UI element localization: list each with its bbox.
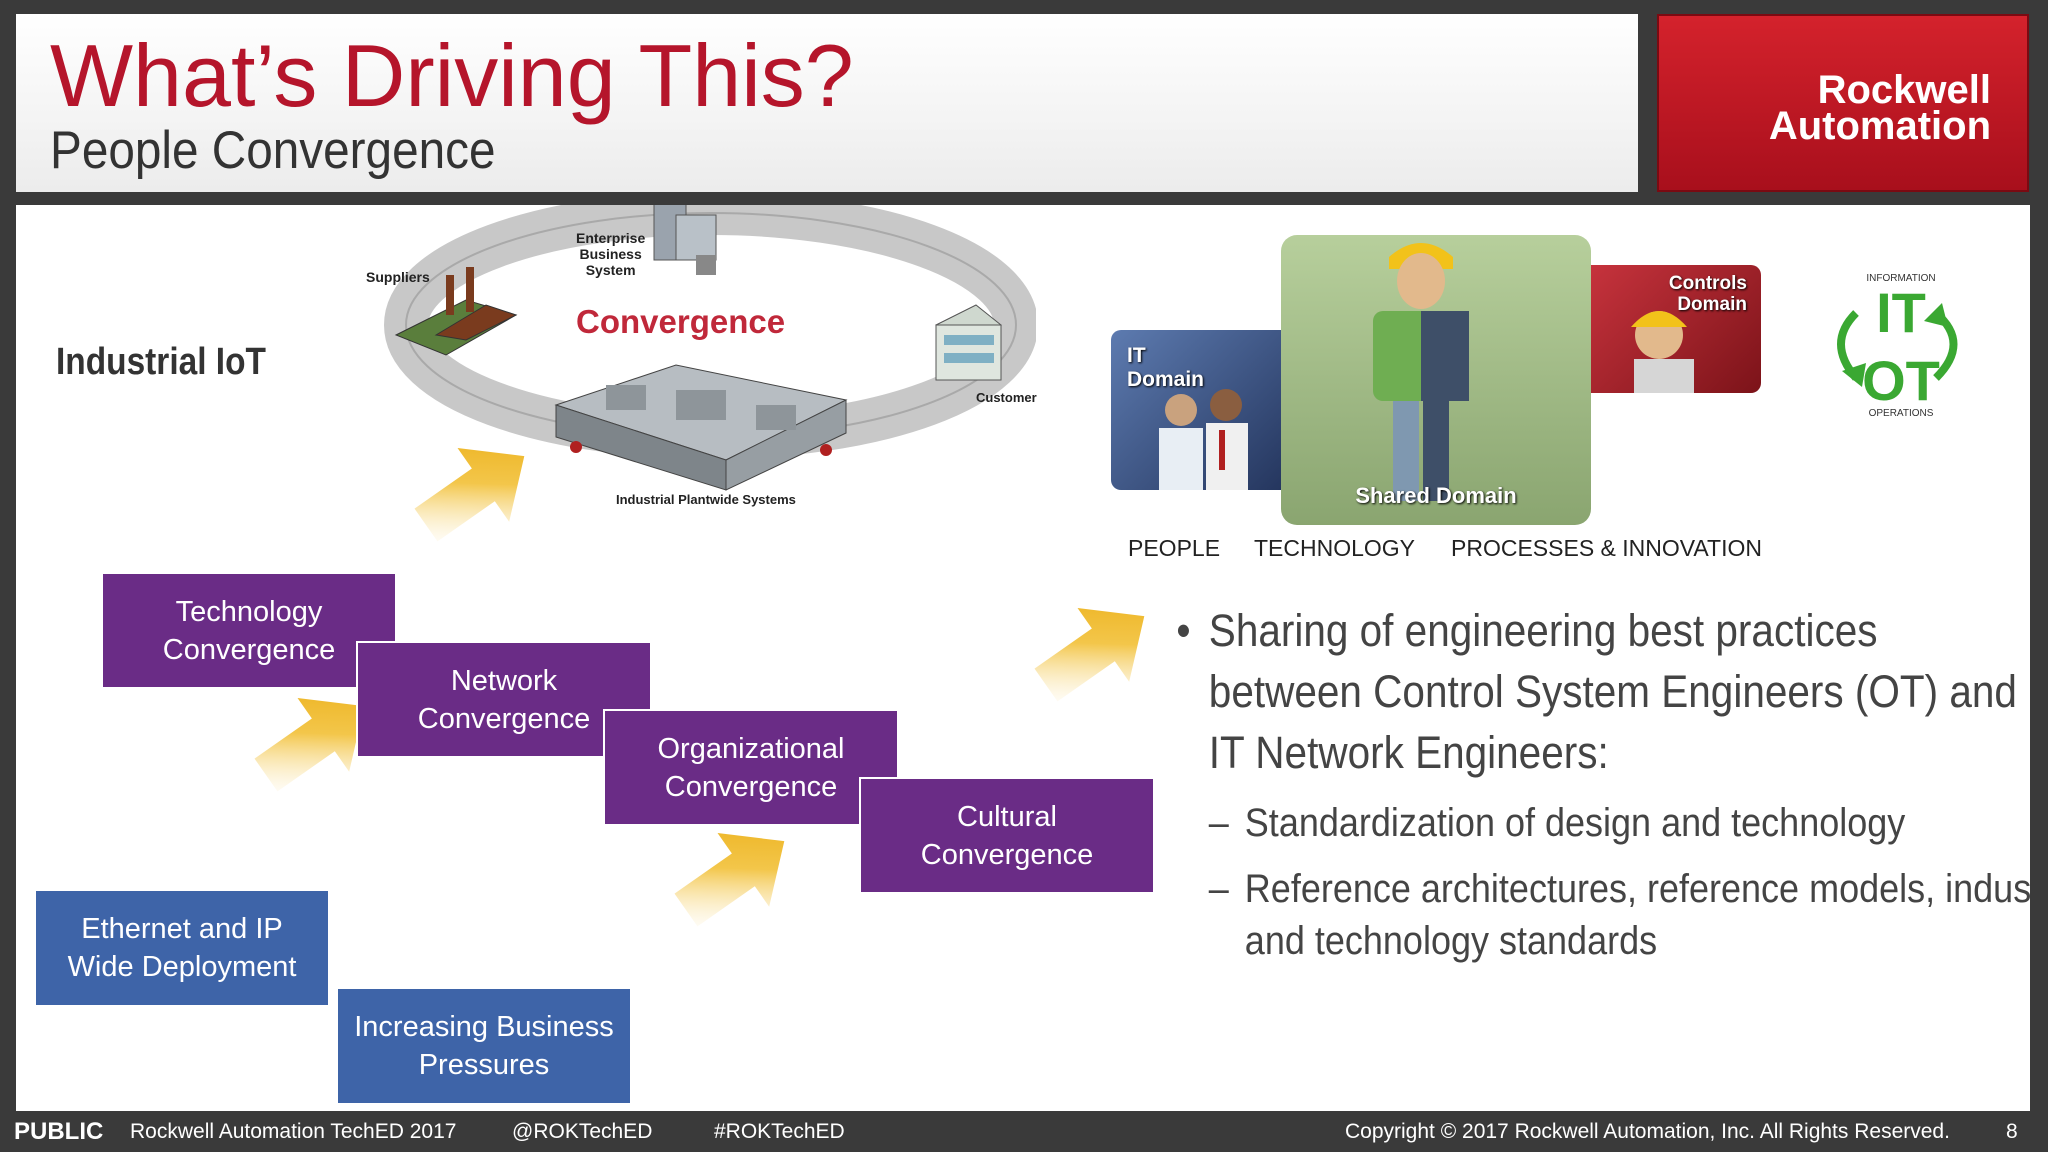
hashtag-label: #ROKTechED	[714, 1120, 845, 1143]
suppliers-label: Suppliers	[366, 269, 430, 285]
supplier-factory-icon	[394, 267, 518, 356]
it-domain-label: IT Domain	[1127, 344, 1205, 391]
title-bar	[16, 14, 1638, 192]
logo-text: Rockwell Automation	[1768, 68, 1991, 148]
controls-domain-label: Controls Domain	[1668, 273, 1747, 315]
convergence-diagram	[384, 205, 1036, 491]
technician-image	[1631, 311, 1694, 393]
bullet-text: Sharing of engineering best practices be…	[1208, 605, 2017, 778]
technology-convergence-box: Technology Convergence	[101, 572, 397, 689]
event-label: Rockwell Automation TechED 2017	[130, 1120, 457, 1143]
it-ot-cycle: INFORMATION IT OT OPERATIONS	[1816, 263, 1986, 423]
public-label: PUBLIC	[14, 1118, 104, 1145]
handle-label: @ROKTechED	[512, 1120, 653, 1143]
category-technology: TECHNOLOGY	[1254, 535, 1416, 561]
controls-domain-photo: Controls Domain	[1579, 265, 1761, 393]
customer-label: Customer	[976, 390, 1037, 405]
footer-bar: PUBLIC Rockwell Automation TechED 2017 @…	[0, 1112, 2048, 1152]
subbullet-text: Standardization of design and technology	[1244, 801, 1906, 845]
arrow-icon	[414, 447, 525, 542]
bullet-list: • Sharing of engineering best practices …	[1176, 600, 2030, 967]
slide-subtitle: People Convergence	[50, 121, 496, 180]
industrial-iot-label: Industrial IoT	[56, 341, 266, 383]
subbullet-text: Reference architectures, reference model…	[1244, 867, 2030, 963]
cycle-arrows-icon	[1837, 303, 1958, 387]
subbullet-item: – Standardization of design and technolo…	[1180, 797, 2030, 849]
ethernet-ip-box: Ethernet and IP Wide Deployment	[34, 889, 330, 1007]
plantwide-label: Industrial Plantwide Systems	[616, 492, 796, 507]
arrow-icon	[254, 697, 365, 792]
arrows-layer	[254, 447, 1145, 927]
it-label: IT	[1876, 281, 1926, 344]
shared-domain-label: Shared Domain	[1355, 483, 1517, 508]
business-pressures-box: Increasing Business Pressures	[336, 987, 632, 1105]
shared-domain-photo: Shared Domain	[1281, 235, 1591, 525]
engineer-hardhat-image	[1373, 243, 1469, 501]
network-convergence-box: Network Convergence	[356, 641, 652, 758]
bullet-dot-icon: •	[1176, 605, 1191, 656]
convergence-label: Convergence	[576, 303, 786, 340]
enterprise-building-icon	[653, 205, 717, 275]
category-people: PEOPLE	[1128, 535, 1221, 561]
operations-label: OPERATIONS	[1868, 408, 1934, 419]
ot-label: OT	[1862, 349, 1940, 412]
arrow-icon	[674, 832, 785, 927]
engineers-image	[1159, 389, 1248, 490]
dash-icon: –	[1208, 867, 1229, 911]
organizational-convergence-box: Organizational Convergence	[603, 709, 899, 826]
rockwell-logo: Rockwell Automation	[1657, 14, 2029, 192]
bullet-item: • Sharing of engineering best practices …	[1176, 600, 2030, 783]
copyright-label: Copyright © 2017 Rockwell Automation, In…	[1345, 1120, 1950, 1143]
it-domain-photo: IT Domain	[1111, 330, 1291, 490]
plant-facility-icon	[554, 364, 848, 491]
arrow-icon	[1034, 607, 1145, 702]
category-processes: PROCESSES & INNOVATION	[1451, 535, 1762, 561]
enterprise-label: Enterprise Business System	[576, 230, 646, 278]
customer-store-icon	[935, 304, 1002, 381]
slide-body: Industrial IoT	[16, 205, 2030, 1111]
subbullet-item: – Reference architectures, reference mod…	[1180, 863, 2030, 967]
dash-icon: –	[1208, 801, 1229, 845]
page-number: 8	[2006, 1120, 2018, 1143]
information-label: INFORMATION	[1866, 273, 1936, 284]
slide-title: What’s Driving This?	[50, 26, 854, 125]
cultural-convergence-box: Cultural Convergence	[859, 777, 1155, 894]
